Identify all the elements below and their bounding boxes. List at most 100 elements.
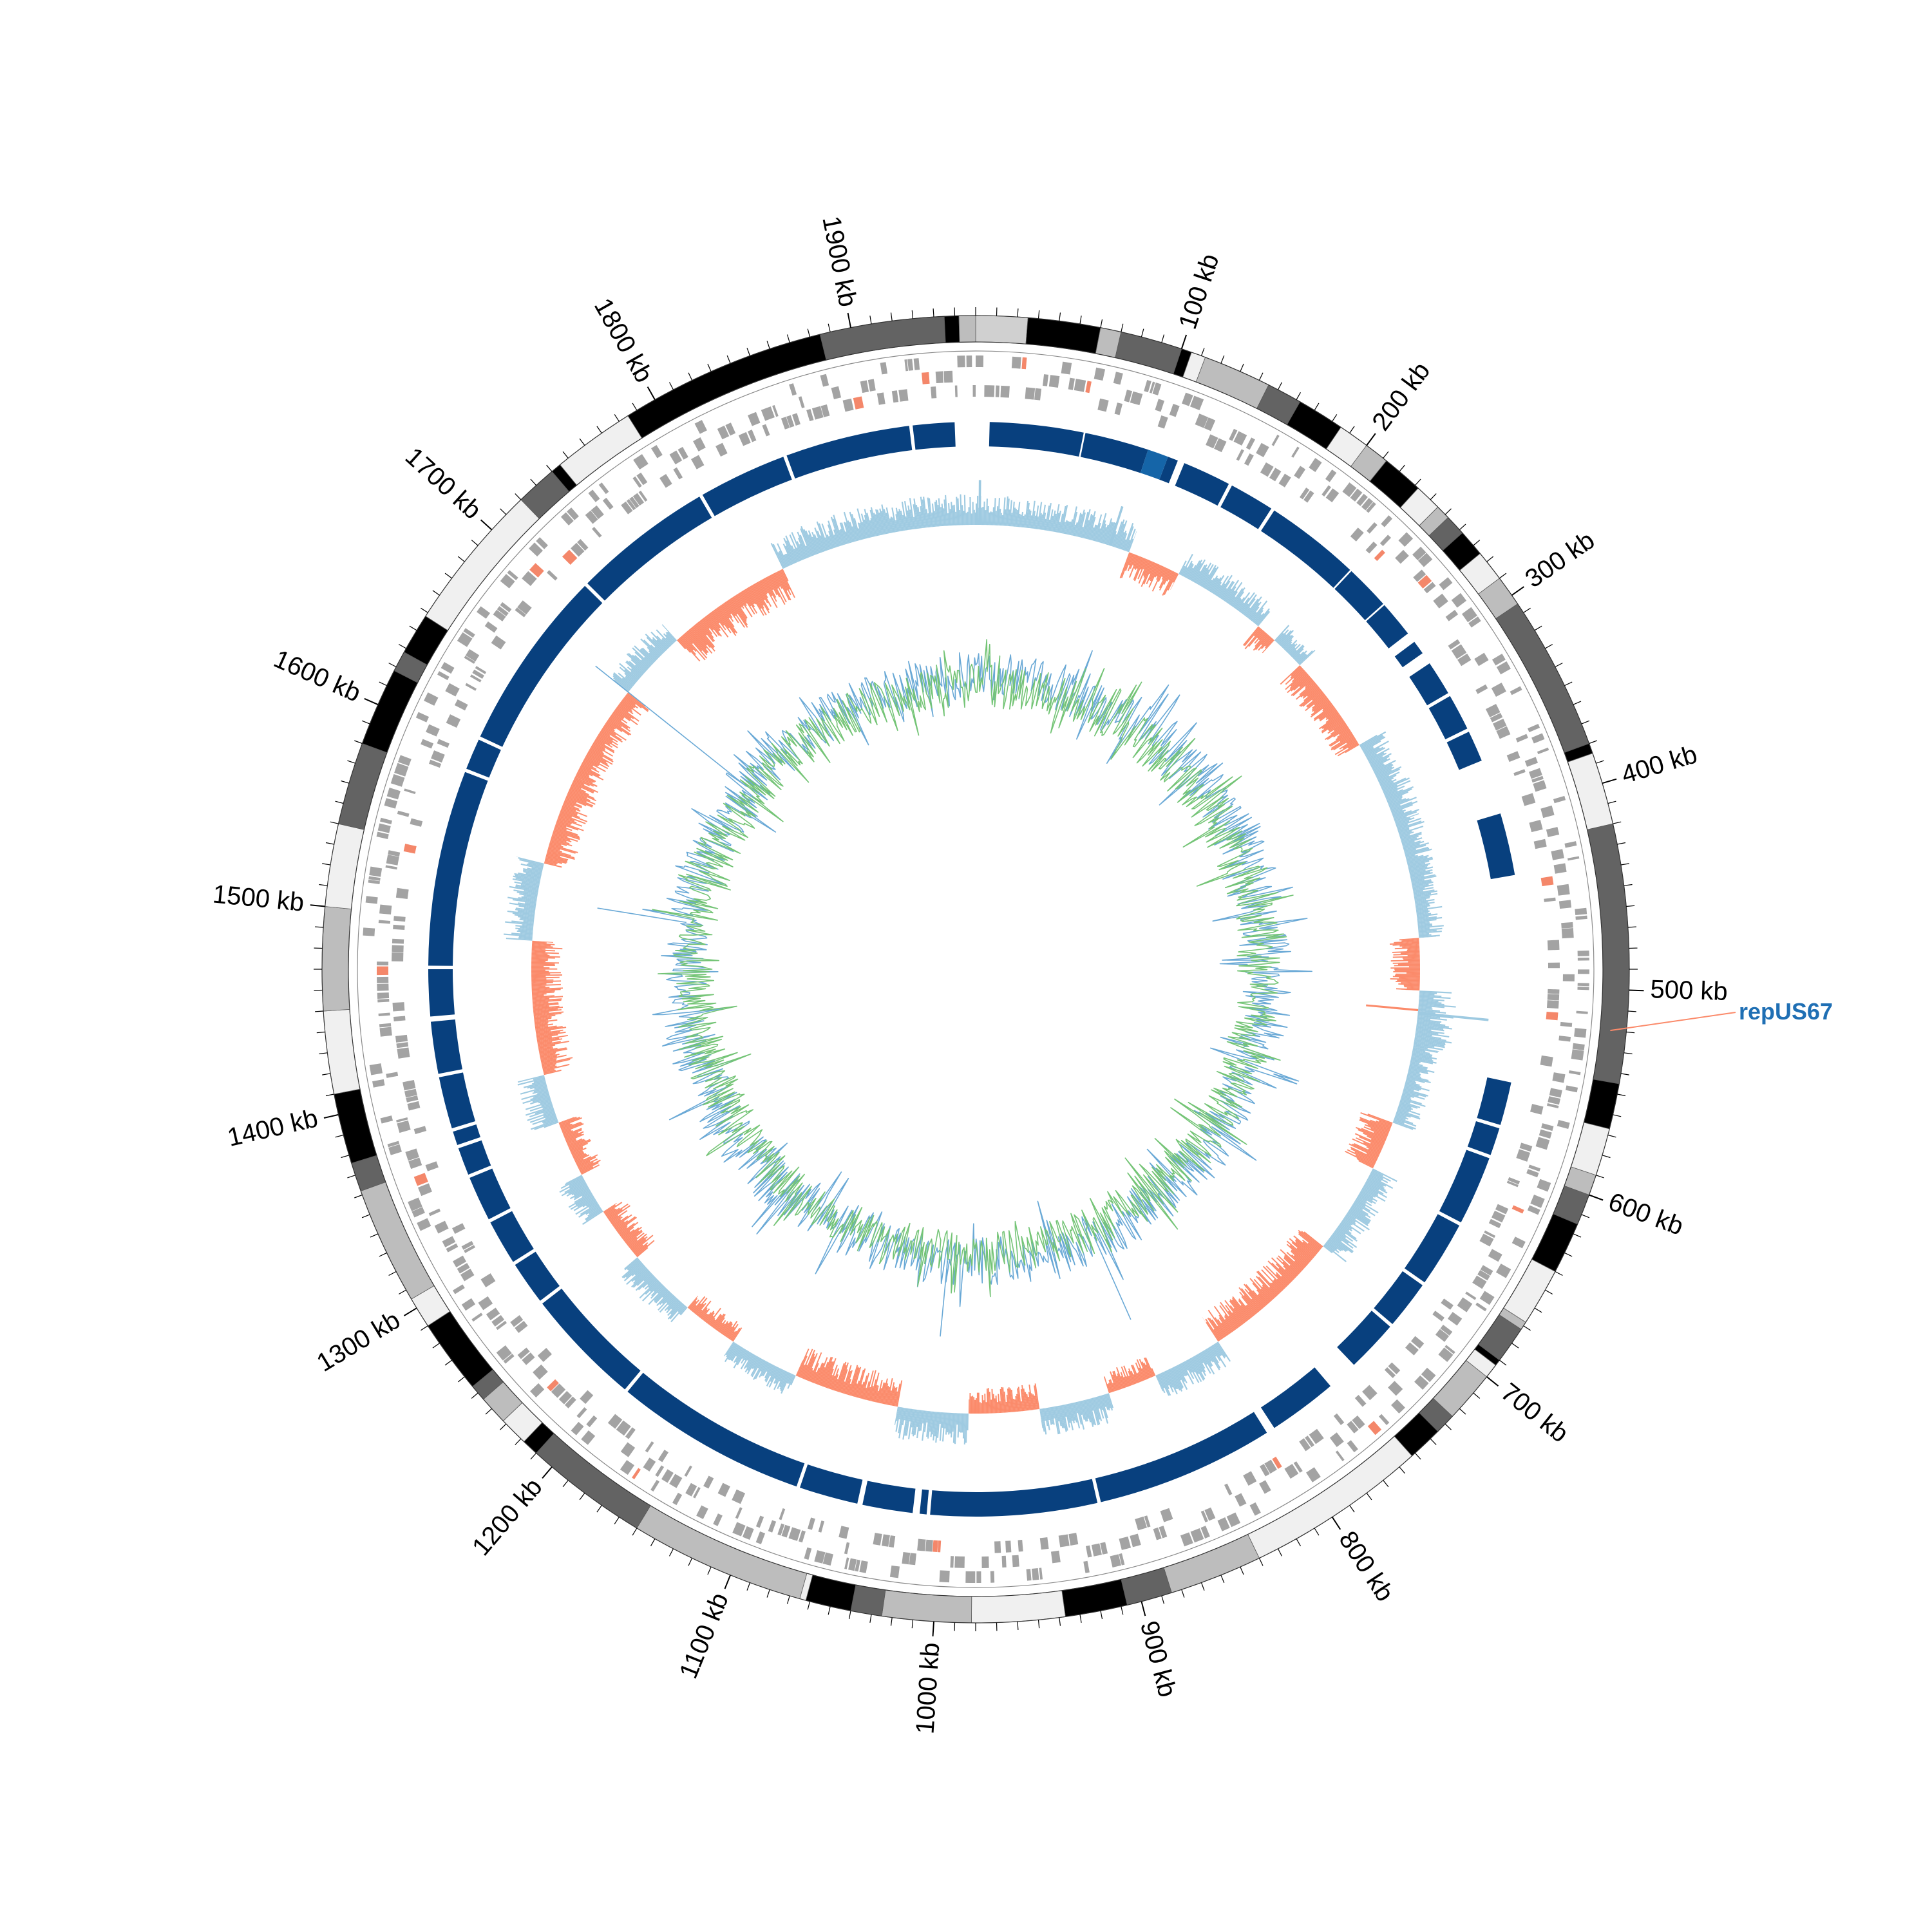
gc-skew-bar xyxy=(1409,869,1426,875)
gc-skew-bar xyxy=(580,1166,594,1174)
gc-skew-bar xyxy=(1370,1173,1388,1184)
homology-block xyxy=(786,426,913,478)
gc-skew-bar xyxy=(1001,515,1003,526)
gc-skew-bar xyxy=(871,1372,880,1402)
gc-skew-bar xyxy=(1189,559,1203,581)
gc-skew-bar xyxy=(1406,1077,1425,1083)
gc-skew-bar xyxy=(1401,1093,1414,1098)
gene-feature xyxy=(1110,1554,1122,1567)
gc-skew-bar xyxy=(573,1153,587,1160)
gc-skew-bar xyxy=(1312,697,1329,710)
gc-skew-bar xyxy=(1411,875,1437,882)
gene-feature xyxy=(1558,900,1572,909)
gc-skew-bar xyxy=(1175,1365,1186,1382)
gc-skew-bar xyxy=(618,672,634,687)
gc-skew-bar xyxy=(993,498,996,526)
gc-skew-bar xyxy=(1417,918,1437,923)
gc-skew-bar xyxy=(631,1267,647,1282)
gc-skew-bar xyxy=(1279,630,1294,646)
gc-skew-bar xyxy=(1141,1368,1148,1380)
homology-block xyxy=(862,1481,916,1513)
gc-skew-bar xyxy=(1156,565,1162,577)
gc-skew-bar xyxy=(1137,558,1148,580)
minor-tick xyxy=(1545,1289,1553,1295)
gc-skew-bar xyxy=(1390,960,1420,962)
homology-block xyxy=(430,1019,462,1074)
gene-feature xyxy=(1260,462,1274,477)
gc-skew-bar xyxy=(1238,1298,1254,1317)
gc-skew-bar xyxy=(1009,500,1012,527)
gc-skew-bar xyxy=(1412,1048,1426,1052)
gc-skew-bar xyxy=(709,1318,715,1326)
gc-skew-bar xyxy=(706,1315,714,1324)
gene-feature xyxy=(1560,1021,1573,1027)
gc-skew-bar xyxy=(562,1123,584,1133)
gc-skew-bar xyxy=(527,867,543,873)
gc-skew-bar xyxy=(1144,1358,1153,1378)
feature-annotation: repUS67 xyxy=(1610,998,1833,1032)
gc-skew-bar xyxy=(1027,509,1030,528)
gc-skew-bar xyxy=(904,1408,907,1421)
gc-skew-bar xyxy=(914,1410,919,1435)
gc-skew-bar xyxy=(1041,1408,1047,1435)
minor-tick xyxy=(325,1094,334,1097)
gc-skew-bar xyxy=(533,1002,559,1006)
gc-skew-bar xyxy=(1408,1066,1435,1074)
gc-skew-bar xyxy=(829,1376,836,1390)
gc-skew-bar xyxy=(558,815,577,824)
gc-skew-bar xyxy=(741,591,752,607)
gc-skew-bar xyxy=(695,1303,705,1315)
gc-skew-bar xyxy=(1063,1405,1067,1417)
gene-feature xyxy=(442,1236,456,1247)
gc-skew-bar xyxy=(1023,514,1026,528)
gc-skew-bar xyxy=(1416,1022,1450,1028)
gc-skew-bar xyxy=(527,1082,547,1089)
gc-skew-bar xyxy=(1359,734,1378,746)
gc-skew-bar xyxy=(762,578,773,596)
gene-feature xyxy=(1130,1533,1141,1548)
gc-skew-bar xyxy=(542,1104,553,1109)
gc-skew-bar xyxy=(612,674,632,690)
gc-skew-bar xyxy=(650,1285,665,1299)
minor-tick xyxy=(1100,319,1103,328)
gc-skew-bar xyxy=(1086,1399,1095,1425)
gc-skew-bar xyxy=(957,498,960,526)
gc-skew-bar xyxy=(1339,728,1350,735)
gene-feature xyxy=(725,422,736,436)
tick-label: 700 kb xyxy=(1495,1378,1573,1448)
gene-feature xyxy=(1540,805,1555,819)
gene-feature xyxy=(616,1420,631,1436)
gene-feature xyxy=(404,1088,417,1098)
gc-skew-bar xyxy=(621,1229,635,1240)
gc-skew-bar xyxy=(1397,1109,1420,1118)
gene-feature xyxy=(990,1571,995,1583)
gc-skew-bar xyxy=(1216,583,1226,597)
major-tick xyxy=(1486,1376,1499,1387)
gene-feature xyxy=(1144,1515,1151,1528)
gc-skew-bar xyxy=(1224,580,1239,601)
gc-skew-bar xyxy=(743,589,755,607)
gc-skew-bar xyxy=(532,1001,549,1005)
gene-feature xyxy=(431,750,445,763)
gene-feature xyxy=(497,606,509,616)
gc-skew-bar xyxy=(1312,698,1329,712)
gc-skew-bar xyxy=(796,1349,810,1377)
gc-skew-bar xyxy=(1419,936,1436,938)
gc-skew-bar xyxy=(533,1092,549,1098)
gc-skew-bar xyxy=(670,1305,686,1323)
gene-feature xyxy=(491,635,506,650)
gc-skew-bar xyxy=(1312,696,1327,709)
gc-skew-bar xyxy=(1076,1401,1085,1430)
gc-skew-bar xyxy=(542,1065,556,1069)
gc-skew-bar xyxy=(1046,1407,1050,1421)
gc-skew-bar xyxy=(609,717,622,728)
gc-skew-bar xyxy=(1278,630,1292,645)
gc-skew-bar xyxy=(1148,564,1160,588)
gc-skew-bar xyxy=(1332,1233,1342,1242)
gc-skew-bar xyxy=(534,1014,556,1019)
gc-skew-bar xyxy=(816,537,823,553)
gc-skew-bar xyxy=(1157,567,1166,582)
gc-skew-bar xyxy=(647,647,659,659)
gc-skew-bar xyxy=(569,1139,591,1150)
gene-feature xyxy=(537,1348,553,1362)
